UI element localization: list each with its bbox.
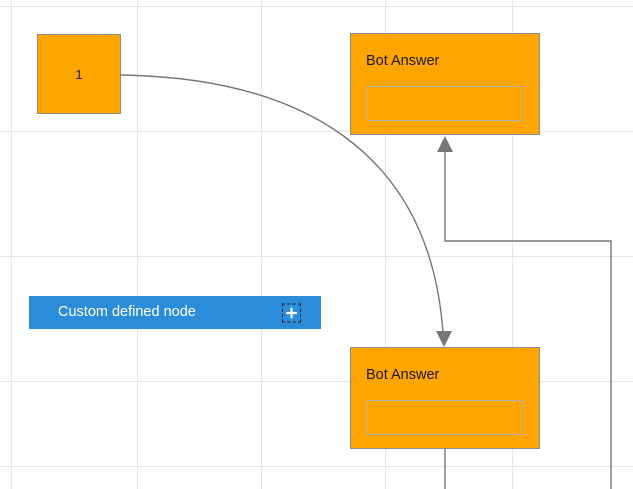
flow-node-bot-answer-top[interactable]: Bot Answer	[350, 33, 540, 135]
grid-line-vertical	[11, 0, 12, 489]
bot-answer-top-slot[interactable]	[367, 86, 523, 121]
flow-node-bot-answer-bottom[interactable]: Bot Answer	[350, 347, 540, 449]
bot-answer-bottom-slot[interactable]	[367, 400, 523, 435]
grid-line-vertical	[137, 0, 138, 489]
grid-line-horizontal	[0, 256, 633, 257]
palette-item-label: Custom defined node	[58, 304, 196, 321]
flow-node-1[interactable]: 1	[37, 34, 121, 114]
palette-item-custom-defined-node[interactable]: Custom defined node	[29, 296, 321, 329]
grid-line-horizontal	[0, 6, 633, 7]
flow-node-1-label: 1	[75, 66, 83, 82]
plus-icon[interactable]	[282, 303, 301, 322]
grid-line-horizontal	[0, 466, 633, 467]
bot-answer-top-title: Bot Answer	[366, 53, 440, 69]
bot-answer-bottom-title: Bot Answer	[366, 367, 440, 383]
grid-line-horizontal	[0, 381, 633, 382]
grid-line-vertical	[261, 0, 262, 489]
